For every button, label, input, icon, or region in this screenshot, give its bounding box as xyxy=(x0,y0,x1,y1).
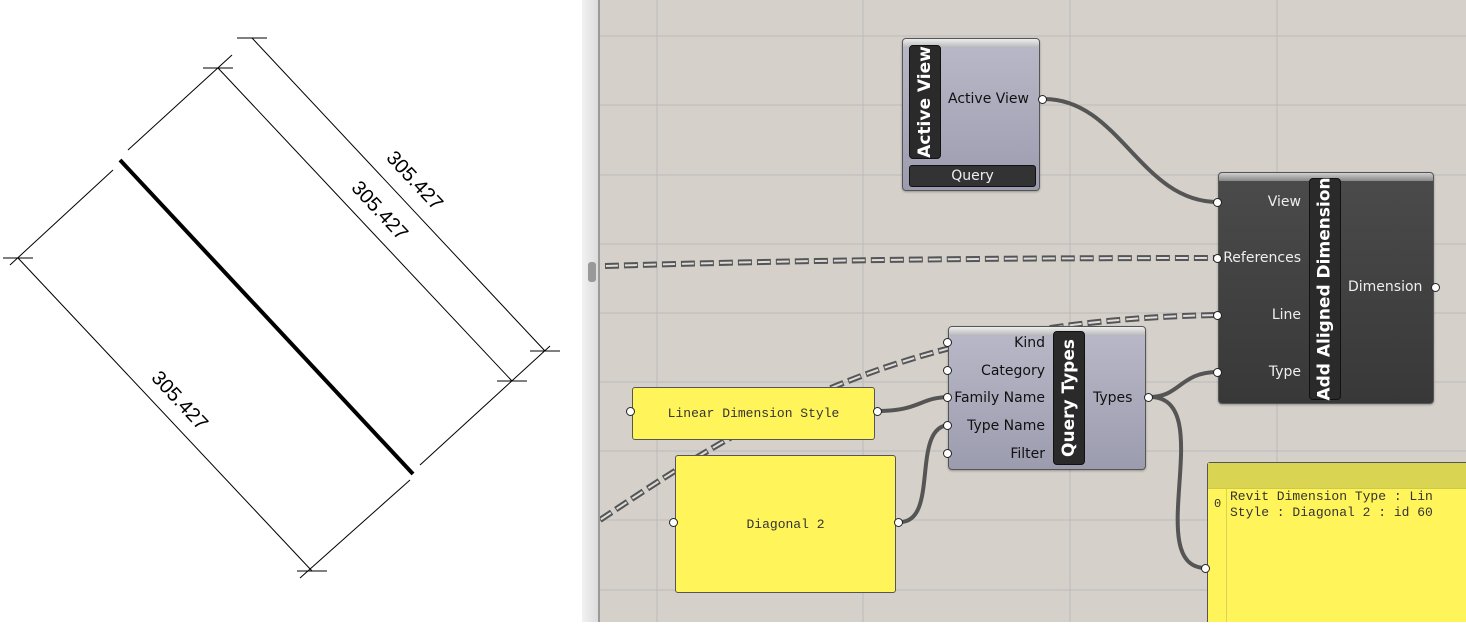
input-grip[interactable] xyxy=(943,421,952,430)
dimension-text: 305.427 xyxy=(347,177,412,245)
input-label: Kind xyxy=(1014,335,1045,351)
output-line: Revit Dimension Type : Lin xyxy=(1230,489,1433,504)
input-grip[interactable] xyxy=(1213,368,1222,377)
input-grip[interactable] xyxy=(1213,198,1222,207)
input-label: Type xyxy=(1268,364,1301,380)
input-grip[interactable] xyxy=(669,518,678,527)
input-label: Type Name xyxy=(967,418,1045,434)
panel-output[interactable]: 0 Revit Dimension Type : Lin Style : Dia… xyxy=(1207,462,1466,622)
dimension-text: 305.427 xyxy=(147,367,212,435)
output-grip[interactable] xyxy=(1038,95,1047,104)
selected-line xyxy=(118,158,415,476)
output-grip[interactable] xyxy=(894,518,903,527)
input-grip[interactable] xyxy=(1213,311,1222,320)
input-label: View xyxy=(1267,194,1301,210)
output-label: Dimension xyxy=(1348,279,1423,295)
input-label: Family Name xyxy=(954,390,1045,406)
input-grip[interactable] xyxy=(1213,254,1222,263)
dimension-drawing: 305.427 305.427 305.427 xyxy=(3,37,560,579)
add-aligned-dimension-component[interactable]: View References Line Type Add Aligned Di… xyxy=(1218,172,1434,404)
output-label: Active View xyxy=(948,91,1029,107)
dimension-text: 305.427 xyxy=(382,147,447,215)
revit-view: 305.427 305.427 305.427 xyxy=(0,0,582,622)
panel-family-name[interactable]: Linear Dimension Style xyxy=(632,387,875,440)
input-label: References xyxy=(1223,250,1301,266)
output-label: Types xyxy=(1093,390,1133,406)
input-grip[interactable] xyxy=(943,366,952,375)
input-grip[interactable] xyxy=(626,407,635,416)
splitter[interactable] xyxy=(582,0,600,622)
input-label: Filter xyxy=(1010,446,1045,462)
panel-text: Linear Dimension Style xyxy=(667,406,840,421)
query-types-component[interactable]: Kind Category Family Name Type Name Filt… xyxy=(948,326,1146,470)
splitter-grip[interactable] xyxy=(588,262,596,282)
input-grip[interactable] xyxy=(1201,564,1210,573)
input-grip[interactable] xyxy=(943,338,952,347)
list-index: 0 xyxy=(1214,497,1222,511)
output-grip[interactable] xyxy=(1431,283,1440,292)
query-button[interactable]: Query xyxy=(909,165,1036,187)
component-title: Query Types xyxy=(1053,331,1085,465)
grasshopper-canvas[interactable]: Active View Active View Query View Refer… xyxy=(600,0,1466,622)
component-title: Active View xyxy=(909,45,941,159)
output-grip[interactable] xyxy=(873,407,882,416)
input-grip[interactable] xyxy=(943,449,952,458)
component-title: Add Aligned Dimension xyxy=(1309,177,1341,401)
active-view-component[interactable]: Active View Active View Query xyxy=(902,38,1040,191)
panel-type-name[interactable]: Diagonal 2 xyxy=(675,455,896,593)
input-label: Category xyxy=(981,363,1045,379)
panel-text: Diagonal 2 xyxy=(746,516,825,532)
input-grip[interactable] xyxy=(943,393,952,402)
output-grip[interactable] xyxy=(1144,393,1153,402)
input-label: Line xyxy=(1271,307,1301,323)
output-line: Style : Diagonal 2 : id 60 xyxy=(1230,505,1433,520)
